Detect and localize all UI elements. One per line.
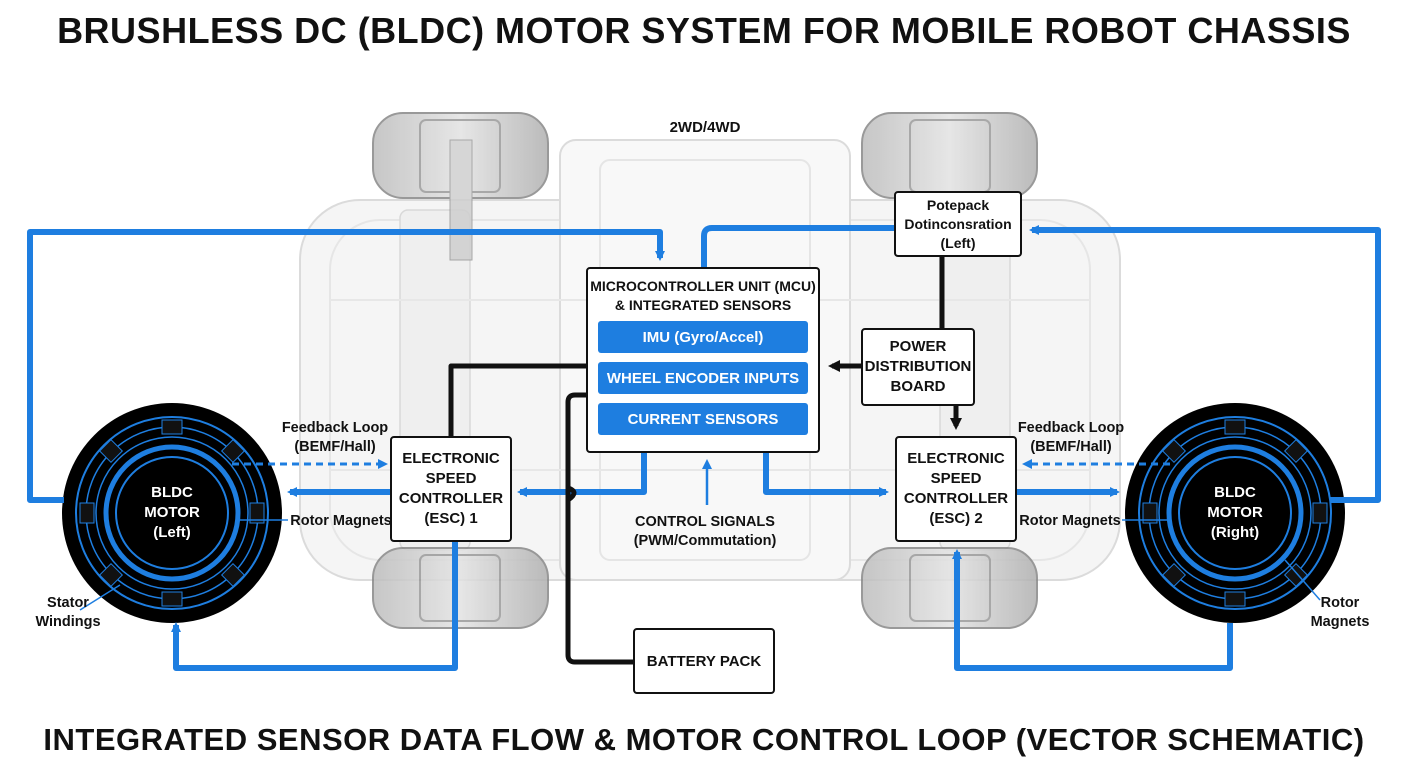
diagram-subtitle: INTEGRATED SENSOR DATA FLOW & MOTOR CONT… <box>43 722 1365 757</box>
stator-line1: Stator <box>47 595 89 611</box>
potb-line2: Dotinconsration <box>904 215 1012 232</box>
esc2-line4: (ESC) 2 <box>929 510 983 527</box>
stator-windings-label: Stator Windings <box>28 594 108 632</box>
mcu-to-potb <box>701 225 894 267</box>
esc2-line1: ELECTRONIC <box>907 450 1005 467</box>
potepack-box: Potepack Dotinconsration (Left) <box>894 191 1022 257</box>
motor-right-line2: MOTOR <box>1207 504 1263 521</box>
pdb-line1: POWER <box>889 338 947 355</box>
blue-flow-lines <box>27 225 1381 671</box>
control-signals-label: CONTROL SIGNALS (PWM/Commutation) <box>620 513 790 551</box>
wheel-front-left <box>372 112 549 261</box>
feedback-left-label: Feedback Loop (BEMF/Hall) <box>270 419 400 457</box>
pdb-line2: DISTRIBUTION <box>864 358 972 375</box>
sensor-wheel-encoder: WHEEL ENCODER INPUTS <box>598 362 808 394</box>
chassis-label: 2WD/4WD <box>669 119 741 136</box>
esc1-line2: SPEED <box>425 470 477 487</box>
motor-left-line3: (Left) <box>153 524 191 541</box>
loop-left-top <box>27 229 665 503</box>
battery-line <box>565 392 633 665</box>
wheel-rear-left <box>372 547 549 629</box>
rotor-magnets-left-label: Rotor Magnets <box>290 513 392 529</box>
esc1-to-motor-bottom <box>171 542 458 671</box>
potb-line3: (Left) <box>940 234 976 251</box>
mcu-title-line1: MICROCONTROLLER UNIT (MCU) <box>590 278 816 294</box>
motor-left-line1: BLDC <box>151 484 193 501</box>
motor-right-line1: BLDC <box>1214 484 1256 501</box>
battery-line-bridge <box>566 485 577 503</box>
bldc-motor-right <box>1125 403 1345 623</box>
feedback-right-label: Feedback Loop (BEMF/Hall) <box>1006 419 1136 457</box>
diagram-title: BRUSHLESS DC (BLDC) MOTOR SYSTEM FOR MOB… <box>57 10 1351 51</box>
rotor-right-line2: Magnets <box>1310 614 1370 630</box>
mcu-box: MICROCONTROLLER UNIT (MCU) & INTEGRATED … <box>586 267 820 453</box>
stator-line2: Windings <box>35 614 101 630</box>
battery-pack-box: BATTERY PACK <box>633 628 775 694</box>
power-distribution-board: POWER DISTRIBUTION BOARD <box>861 328 975 406</box>
esc-1-box: ELECTRONIC SPEED CONTROLLER (ESC) 1 <box>390 436 512 542</box>
bldc-motor-left <box>62 403 282 623</box>
wheel-rear-right <box>861 547 1038 629</box>
rotor-magnets-right-bottom-label: Rotor Magnets <box>1300 594 1380 632</box>
esc1-to-mcu-black <box>448 363 586 436</box>
esc-2-box: ELECTRONIC SPEED CONTROLLER (ESC) 2 <box>895 436 1017 542</box>
sensor-imu: IMU (Gyro/Accel) <box>598 321 808 353</box>
motor-left-label: BLDC MOTOR (Left) <box>122 483 222 543</box>
mcu-title-line2: & INTEGRATED SENSORS <box>614 297 792 313</box>
control-signals-line1: CONTROL SIGNALS <box>635 514 775 530</box>
control-signals-line2: (PWM/Commutation) <box>633 533 777 549</box>
esc1-line3: CONTROLLER <box>398 490 504 507</box>
feedback-right-line1: Feedback Loop <box>1017 420 1125 436</box>
feedback-left-line1: Feedback Loop <box>281 420 389 436</box>
motor-left-line2: MOTOR <box>144 504 200 521</box>
motor-right-line3: (Right) <box>1210 524 1260 541</box>
motor-right-to-esc2 <box>952 549 1233 671</box>
motor-right-label: BLDC MOTOR (Right) <box>1185 483 1285 543</box>
sensor-current: CURRENT SENSORS <box>598 403 808 435</box>
rotor-magnets-right-label: Rotor Magnets <box>1019 513 1121 529</box>
esc1-line4: (ESC) 1 <box>424 510 478 527</box>
feedback-right-line2: (BEMF/Hall) <box>1030 439 1112 455</box>
pdb-line3: BOARD <box>890 378 946 395</box>
mcu-to-esc2 <box>763 453 889 497</box>
black-power-lines <box>448 257 962 665</box>
mcu-to-esc1 <box>517 453 647 497</box>
rotor-right-line1: Rotor <box>1320 595 1360 611</box>
loop-right-top <box>1029 225 1381 503</box>
esc2-line2: SPEED <box>930 470 982 487</box>
esc2-line3: CONTROLLER <box>903 490 1009 507</box>
wheel-front-right <box>861 112 1038 199</box>
potb-line1: Potepack <box>926 196 990 213</box>
esc1-line1: ELECTRONIC <box>402 450 500 467</box>
feedback-left-line2: (BEMF/Hall) <box>294 439 376 455</box>
